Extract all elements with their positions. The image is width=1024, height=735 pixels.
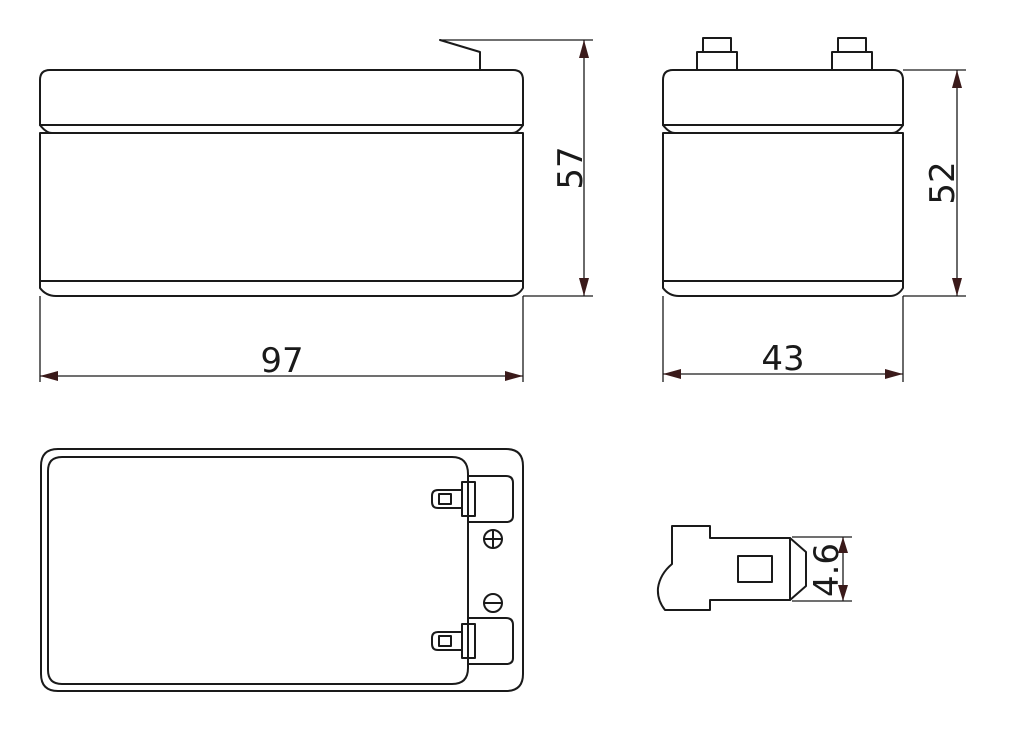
dimension-height-without-terminal: 52 (903, 69, 966, 297)
top-view-terminal-positive (431, 475, 514, 523)
top-view-terminal-negative (431, 617, 514, 665)
dimension-52-label: 52 (923, 161, 963, 204)
front-view-lid (39, 69, 524, 126)
top-view-inner (47, 456, 469, 685)
side-view-terminal-right (831, 37, 873, 71)
terminal-detail: 4.6 (656, 525, 852, 611)
front-view-terminal (439, 39, 481, 71)
dimension-terminal-width-label: 4.6 (807, 543, 847, 597)
top-view (40, 448, 524, 692)
terminal-detail-outline (656, 525, 807, 611)
front-view (39, 39, 524, 297)
terminal-detail-hole (737, 555, 773, 583)
dimension-width-label: 43 (761, 339, 804, 379)
dimension-length: 97 (39, 296, 524, 382)
front-view-base (39, 280, 524, 297)
front-view-body (39, 132, 524, 282)
side-view-terminal-left (696, 37, 738, 71)
dimension-height: 57 (440, 39, 593, 297)
minus-circle-icon (483, 593, 503, 613)
dimension-height-label: 57 (551, 146, 591, 189)
dimension-width: 43 (662, 296, 904, 382)
side-view (662, 37, 904, 297)
dimension-terminal-width: 4.6 (792, 536, 852, 602)
plus-circle-icon (483, 529, 503, 549)
top-view-outline (40, 448, 524, 692)
dimension-length-label: 97 (260, 341, 303, 381)
